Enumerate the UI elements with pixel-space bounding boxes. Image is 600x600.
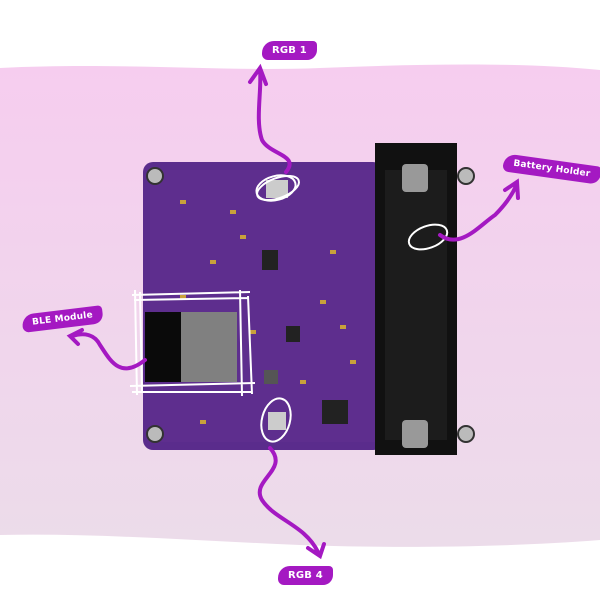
label-rgb1: RGB 1 (262, 41, 317, 60)
annotation-arrows (66, 63, 520, 560)
ble-module-shield (145, 312, 181, 382)
label-rgb4: RGB 4 (278, 566, 333, 585)
arrow-rgb1 (248, 63, 292, 174)
pcb-board (143, 162, 475, 450)
rgb4-led (268, 412, 286, 430)
ble-module-can (181, 312, 237, 382)
arrow-rgb4 (257, 446, 326, 560)
arrow-battery-holder (438, 178, 520, 242)
rgb1-led (266, 180, 288, 198)
arrow-ble-module (66, 328, 147, 371)
highlight-sketches (129, 174, 449, 443)
battery-holder (375, 143, 457, 455)
